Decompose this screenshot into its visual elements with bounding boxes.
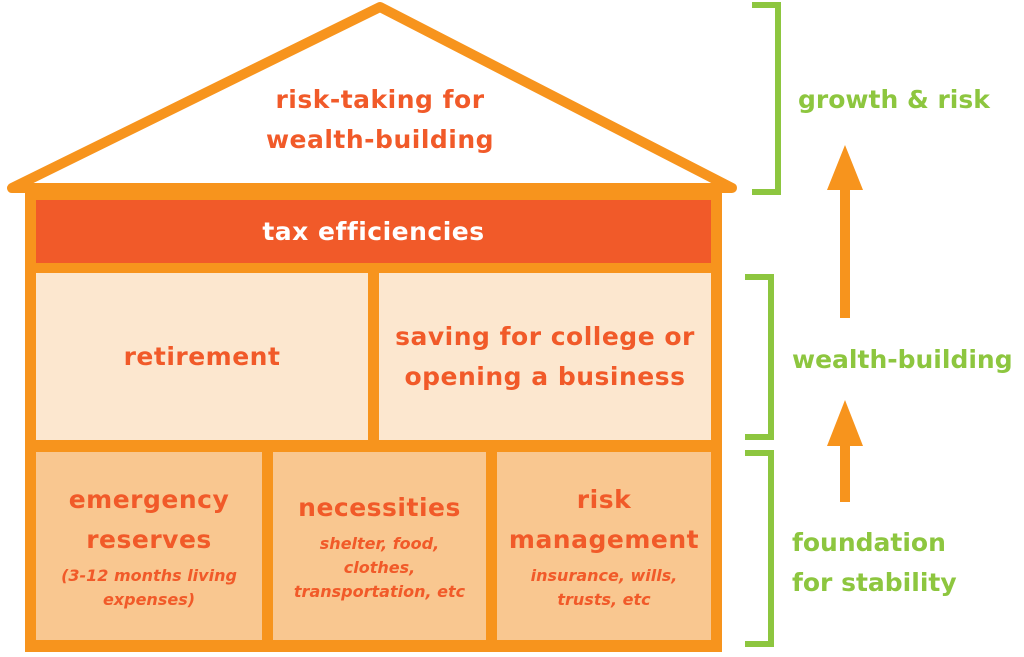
- retirement-title: retirement: [123, 341, 281, 371]
- emergency-title: emergency reserves: [68, 485, 230, 554]
- emergency-box: emergency reserves (3-12 months living ex…: [36, 452, 262, 640]
- saving-box: saving for college or opening a business: [379, 273, 711, 440]
- roof-label: risk-taking for wealth-building: [200, 80, 560, 160]
- tier-label-growth: growth & risk: [798, 85, 990, 114]
- bracket-foundation: [745, 450, 774, 647]
- arrow-up-icon: [827, 400, 863, 502]
- arrow-up-icon: [827, 145, 863, 318]
- tier-label-wealth: wealth-building: [792, 345, 1013, 374]
- bracket-growth: [752, 2, 781, 195]
- emergency-subtitle: (3-12 months living expenses): [61, 566, 237, 609]
- necessities-fill: [273, 452, 486, 640]
- roof: [7, 2, 737, 193]
- roof-title: risk-taking for wealth-building: [265, 85, 495, 154]
- saving-title: saving for college or opening a business: [395, 321, 695, 391]
- risk-management-fill: [497, 452, 711, 640]
- risk-management-subtitle: insurance, wills, trusts, etc: [530, 566, 678, 609]
- retirement-box: retirement: [36, 273, 368, 440]
- tax-bar-fill: [36, 200, 711, 263]
- tax-bar: tax efficiencies: [36, 200, 711, 263]
- tier-label-foundation: foundation for stability: [792, 528, 957, 597]
- saving-fill: [379, 273, 711, 440]
- emergency-fill: [36, 452, 262, 640]
- risk-management-box: risk management insurance, wills, trusts,…: [497, 452, 711, 640]
- necessities-title: necessities: [298, 493, 461, 522]
- retirement-fill: [36, 273, 368, 440]
- necessities-box: necessities shelter, food, clothes, trans…: [273, 452, 486, 640]
- tax-bar-label: tax efficiencies: [262, 216, 485, 246]
- risk-management-title: risk management: [508, 485, 700, 554]
- bracket-wealth: [745, 274, 774, 440]
- necessities-subtitle: shelter, food, clothes, transportation, …: [293, 534, 466, 601]
